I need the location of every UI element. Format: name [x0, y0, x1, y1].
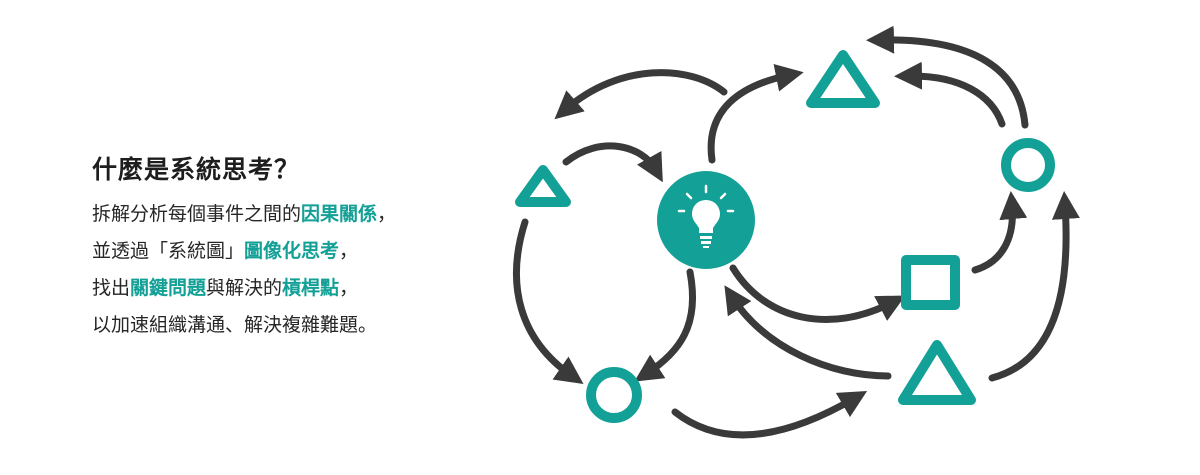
arrow-triangle-to-bottom-circle [512, 218, 584, 384]
body-text: 與解決的 [206, 277, 283, 299]
arrow-bottom-triangle-to-bulb [724, 285, 892, 380]
arrow-bottom-right-to-right [988, 191, 1080, 382]
highlight-text: 關鍵問題 [130, 277, 207, 299]
page-title: 什麼是系統思考？ [92, 155, 301, 184]
body-text: ， [339, 240, 359, 262]
intro-line: 以加速組織溝通、解決複雜難題。 [92, 307, 512, 344]
arrow-triangle-to-bulb [562, 142, 663, 183]
body-text: 並透過「系統圖」 [92, 240, 245, 262]
triangle-node-bottom [898, 340, 976, 405]
arrow-bulb-to-bottom-circle [634, 268, 697, 382]
body-text: ， [377, 203, 397, 225]
body-text: ， [339, 277, 359, 299]
lightbulb-node [657, 171, 755, 269]
arrow-top-loop [554, 69, 728, 120]
lightbulb-icon [677, 184, 735, 248]
body-text: 拆解分析每個事件之間的 [92, 203, 302, 225]
arrow-square-to-circle [971, 191, 1028, 274]
circle-node-bottom [586, 367, 642, 423]
body-text: 找出 [92, 277, 131, 299]
arrow-bulb-to-square [729, 264, 906, 323]
circle-node-right [1001, 138, 1055, 192]
intro-line: 找出關鍵問題與解決的槓桿點， [92, 270, 512, 307]
highlight-text: 因果關係 [301, 203, 378, 225]
intro-line: 並透過「系統圖」圖像化思考， [92, 233, 512, 270]
highlight-text: 槓桿點 [282, 277, 340, 299]
arrow-circle-to-top-triangle-inner [894, 61, 1006, 128]
triangle-node-left [515, 165, 571, 207]
triangle-node-top [806, 50, 880, 108]
body-text: 以加速組織溝通、解決複雜難題。 [92, 314, 378, 336]
intro-text: 什麼是系統思考？ 拆解分析每個事件之間的因果關係， 並透過「系統圖」圖像化思考，… [92, 150, 512, 344]
square-node [901, 255, 960, 310]
arrow-bulb-to-top-triangle [707, 64, 804, 164]
arrow-circle-to-bottom-triangle [671, 390, 868, 439]
arrow-circle-to-top-triangle-outer [866, 25, 1029, 129]
intro-line: 拆解分析每個事件之間的因果關係， [92, 196, 512, 233]
highlight-text: 圖像化思考 [244, 240, 340, 262]
